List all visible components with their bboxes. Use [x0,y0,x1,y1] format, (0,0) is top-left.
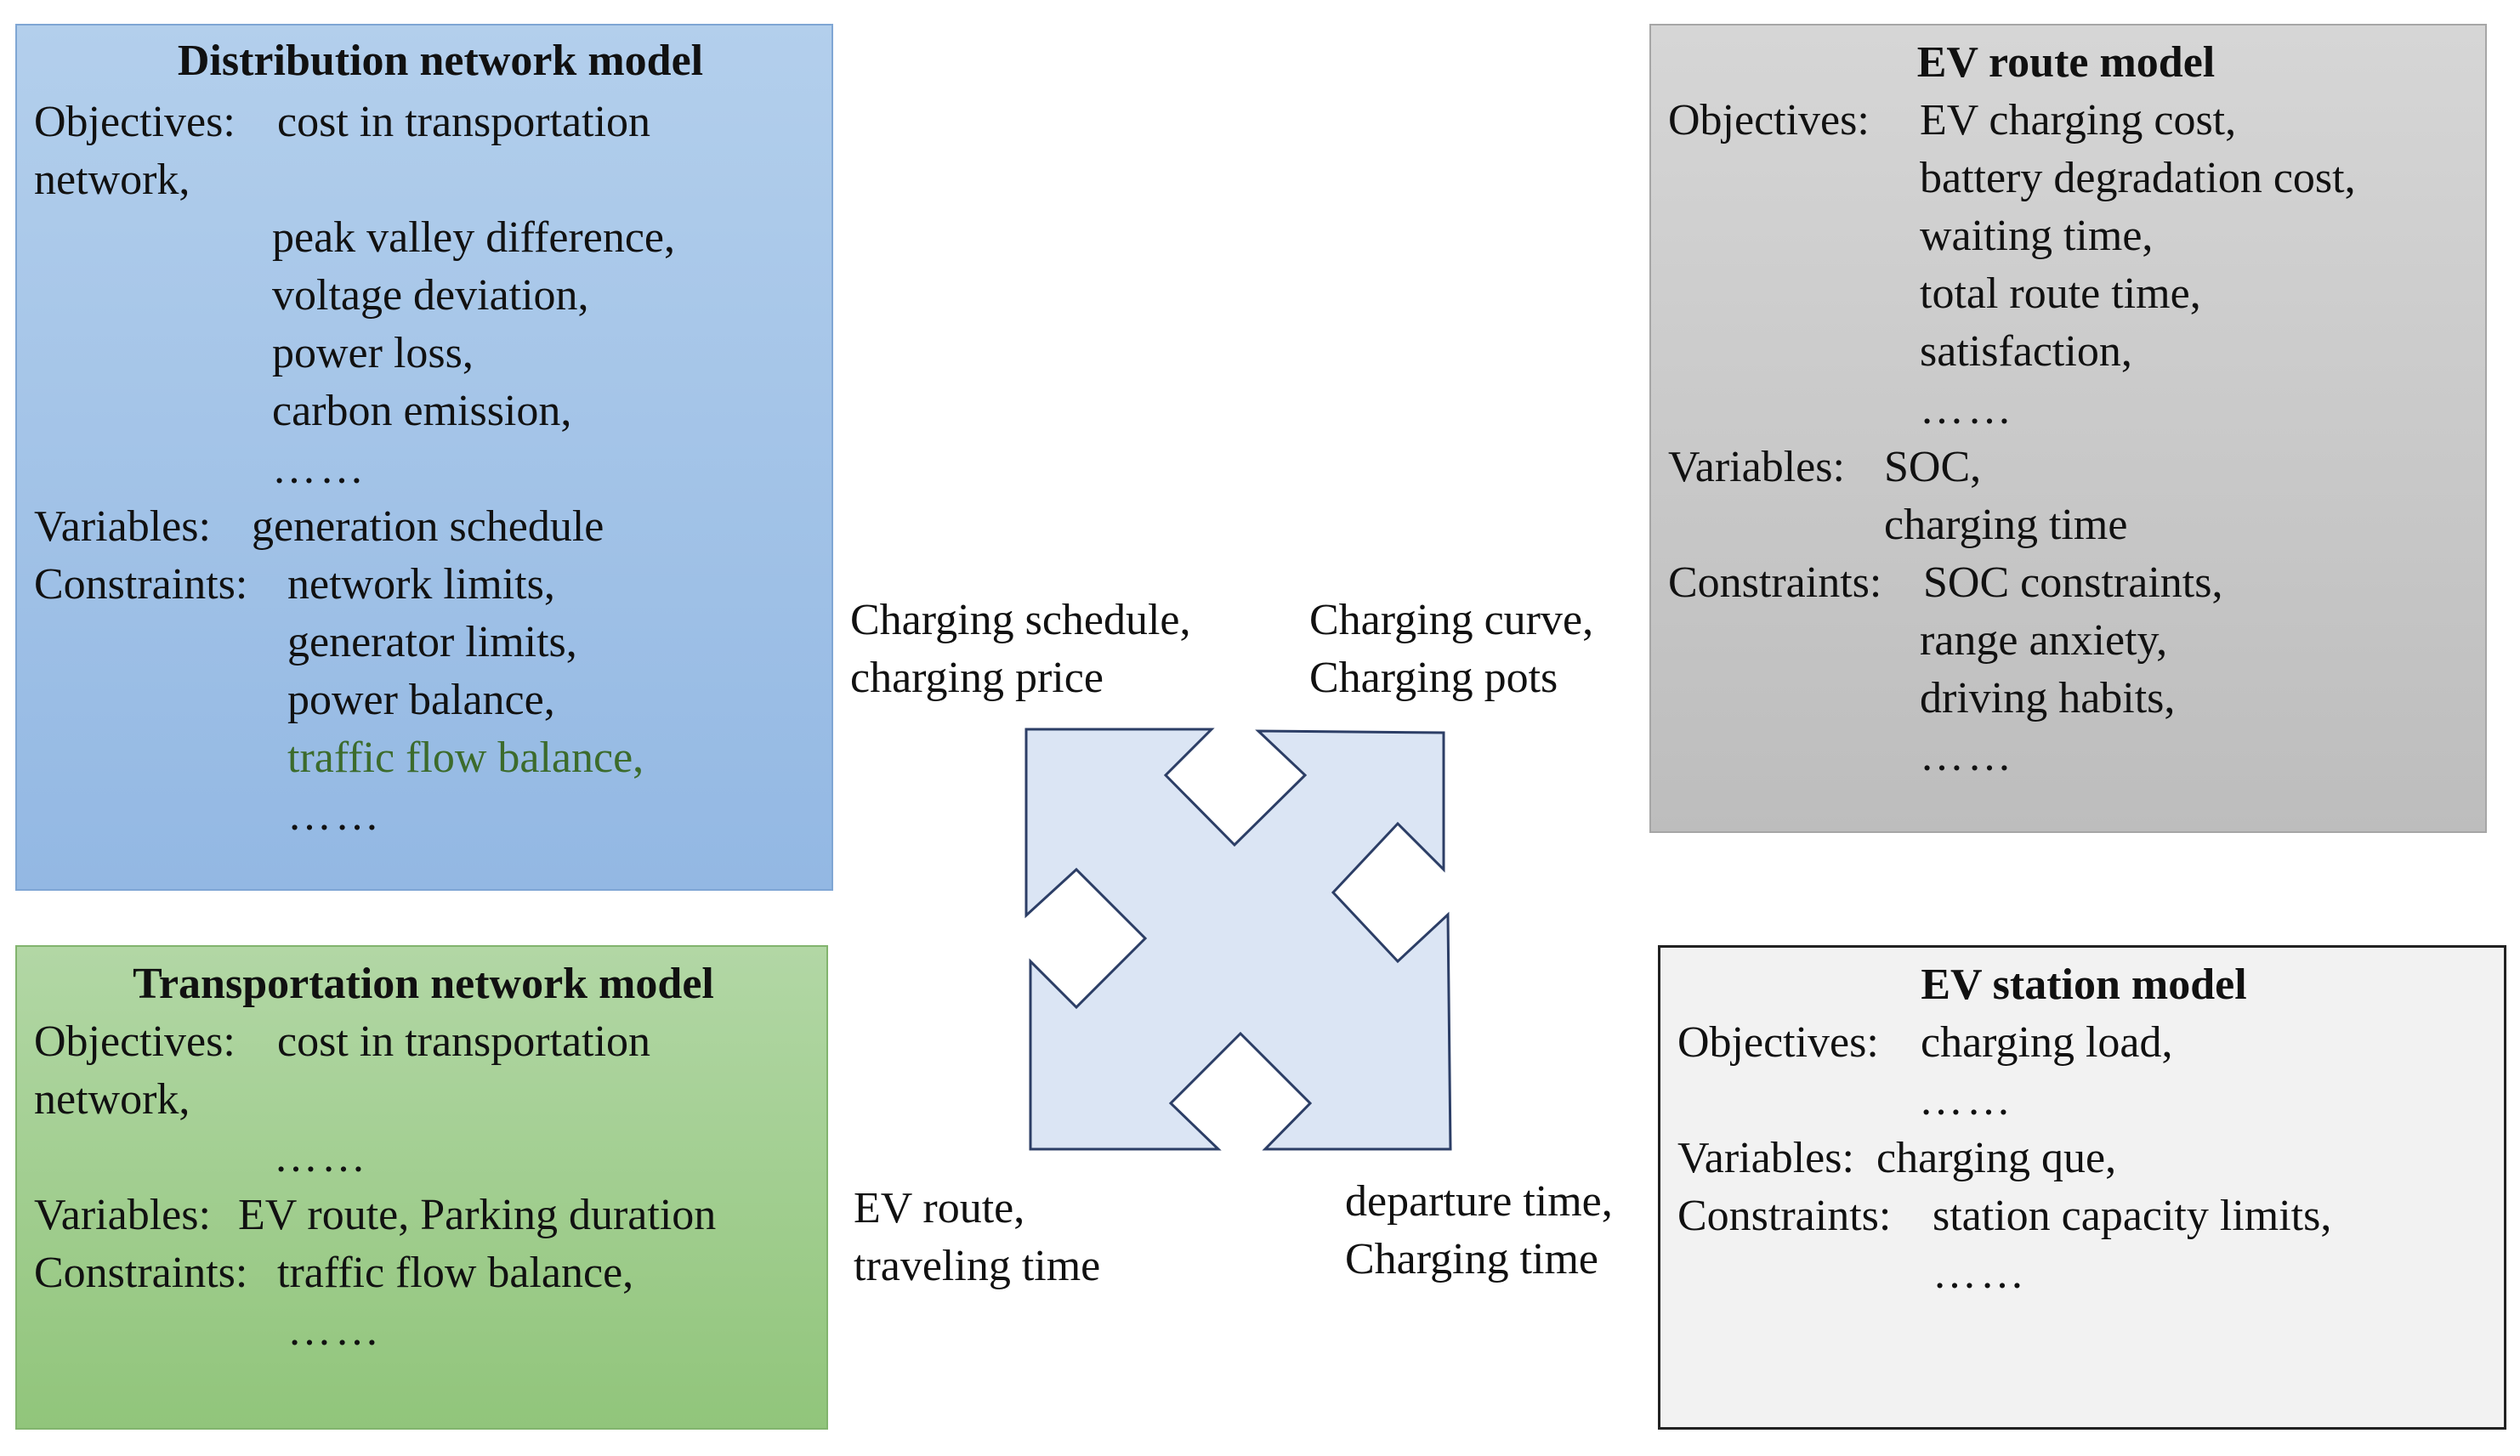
arrow-label-top-right: Charging curve, [1309,596,1594,644]
transportation-constraint-ellipsis: …… [287,1306,383,1355]
station-constraint-ellipsis: …… [1933,1249,2028,1298]
distribution-objectives-label: Objectives: [34,98,236,146]
route-constraint: range anxiety, [1920,616,2168,665]
route-constraint-ellipsis: …… [1920,732,2015,780]
station-objective: charging load, [1921,1018,2173,1067]
station-constraints-label: Constraints: [1677,1192,1892,1240]
four-way-arrow-shape [1024,728,1452,1151]
arrow-label-bottom-left: EV route, [854,1184,1025,1232]
arrow-label-top-left: charging price [850,654,1104,702]
route-objective: total route time, [1920,269,2201,318]
route-objectives-label: Objectives: [1668,96,1870,144]
station-variable: charging que, [1876,1134,2117,1182]
transportation-network-model-box: Transportation network model Objectives:… [15,945,828,1430]
route-title: EV route model [1916,38,2216,87]
distribution-constraint-highlighted: traffic flow balance, [287,734,644,782]
transportation-variable: EV route, Parking duration [238,1191,717,1239]
distribution-constraint: power balance, [287,676,555,724]
route-variable: SOC, [1884,443,1982,491]
arrow-label-bottom-right: departure time, [1345,1177,1613,1226]
transportation-objectives-label: Objectives: [34,1017,236,1066]
arrow-label-bottom-right: Charging time [1345,1235,1599,1283]
distribution-objective: power loss, [272,329,474,377]
transportation-objective: cost in transportation [277,1017,651,1066]
route-objective: battery degradation cost, [1920,154,2356,202]
route-constraint: driving habits, [1920,674,2176,722]
station-constraint: station capacity limits, [1933,1192,2332,1240]
distribution-constraints-label: Constraints: [34,560,248,609]
station-objective-ellipsis: …… [1919,1076,2014,1125]
transportation-variables-label: Variables: [34,1191,211,1239]
distribution-objective: carbon emission, [272,387,572,435]
route-constraint: SOC constraints, [1923,558,2223,607]
arrow-label-bottom-left: traveling time [854,1242,1101,1290]
arrow-label-top-right: Charging pots [1309,654,1558,702]
station-objectives-label: Objectives: [1677,1018,1879,1067]
distribution-constraint-ellipsis: …… [287,791,383,840]
transportation-constraints-label: Constraints: [34,1249,248,1297]
distribution-objective: cost in transportation [277,98,651,146]
ev-route-model-box: EV route model Objectives: EV charging c… [1649,24,2487,833]
station-title: EV station model [1921,960,2247,1009]
distribution-title: Distribution network model [177,37,704,85]
distribution-objective: voltage deviation, [272,271,589,320]
ev-station-model-box: EV station model Objectives: charging lo… [1658,945,2506,1430]
distribution-objective: peak valley difference, [272,213,675,262]
distribution-variable: generation schedule [252,502,604,551]
route-variable: charging time [1884,501,2128,549]
transportation-title: Transportation network model [133,960,714,1008]
route-constraints-label: Constraints: [1668,558,1882,607]
distribution-network-model-box: Distribution network model Objectives: c… [15,24,833,891]
route-objective-ellipsis: …… [1920,385,2015,433]
distribution-constraint: generator limits, [287,618,577,666]
transportation-objective-ellipsis: …… [274,1133,369,1181]
distribution-objective: network, [34,156,190,204]
station-variables-label: Variables: [1677,1134,1854,1182]
distribution-objective-ellipsis: …… [272,445,367,493]
transportation-constraint: traffic flow balance, [277,1249,634,1297]
arrow-label-top-left: Charging schedule, [850,596,1191,644]
route-objective: waiting time, [1920,212,2154,260]
route-objective: EV charging cost, [1920,96,2237,144]
route-objective: satisfaction, [1920,327,2132,376]
route-variables-label: Variables: [1668,443,1845,491]
transportation-objective: network, [34,1075,190,1124]
distribution-constraint: network limits, [287,560,555,609]
distribution-variables-label: Variables: [34,502,211,551]
